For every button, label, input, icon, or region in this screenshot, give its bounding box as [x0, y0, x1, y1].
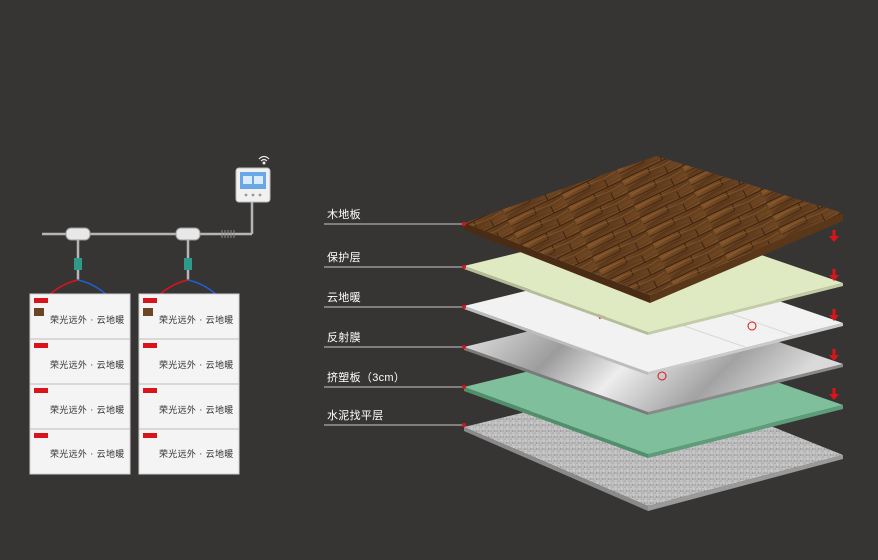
layer-label-cement: 水泥找平层 — [327, 410, 384, 422]
layer-wood-floor — [464, 156, 843, 303]
junction-box — [65, 227, 91, 241]
panel-label: 荣光远外 · 云地暖 — [50, 316, 125, 326]
layer-label-wood-floor: 木地板 — [327, 209, 361, 221]
panel-label: 荣光远外 · 云地暖 — [159, 361, 234, 371]
panel-label: 荣光远外 · 云地暖 — [50, 361, 125, 371]
leader-dots — [462, 222, 466, 427]
layer-label-heating-film: 云地暖 — [327, 292, 361, 304]
heating-panel-column — [138, 293, 240, 475]
down-arrow-icon — [829, 230, 839, 400]
wifi-icon — [258, 155, 270, 165]
heating-panel-column — [29, 293, 131, 475]
junction-box — [175, 227, 201, 241]
label-leaders — [324, 223, 464, 426]
layer-label-xps: 挤塑板（3cm） — [327, 372, 406, 384]
panel-label: 荣光远外 · 云地暖 — [159, 316, 234, 326]
panel-label: 荣光远外 · 云地暖 — [50, 450, 125, 460]
connector — [184, 258, 192, 270]
layer-label-protection: 保护层 — [327, 252, 361, 264]
panel-label: 荣光远外 · 云地暖 — [159, 406, 234, 416]
wiring-system — [42, 202, 254, 299]
panel-label: 荣光远外 · 云地暖 — [159, 450, 234, 460]
panel-label: 荣光远外 · 云地暖 — [50, 406, 125, 416]
cable-coil — [221, 230, 235, 238]
thermostat-icon — [235, 167, 271, 203]
layer-label-reflective: 反射膜 — [327, 332, 361, 344]
connector — [74, 258, 82, 270]
